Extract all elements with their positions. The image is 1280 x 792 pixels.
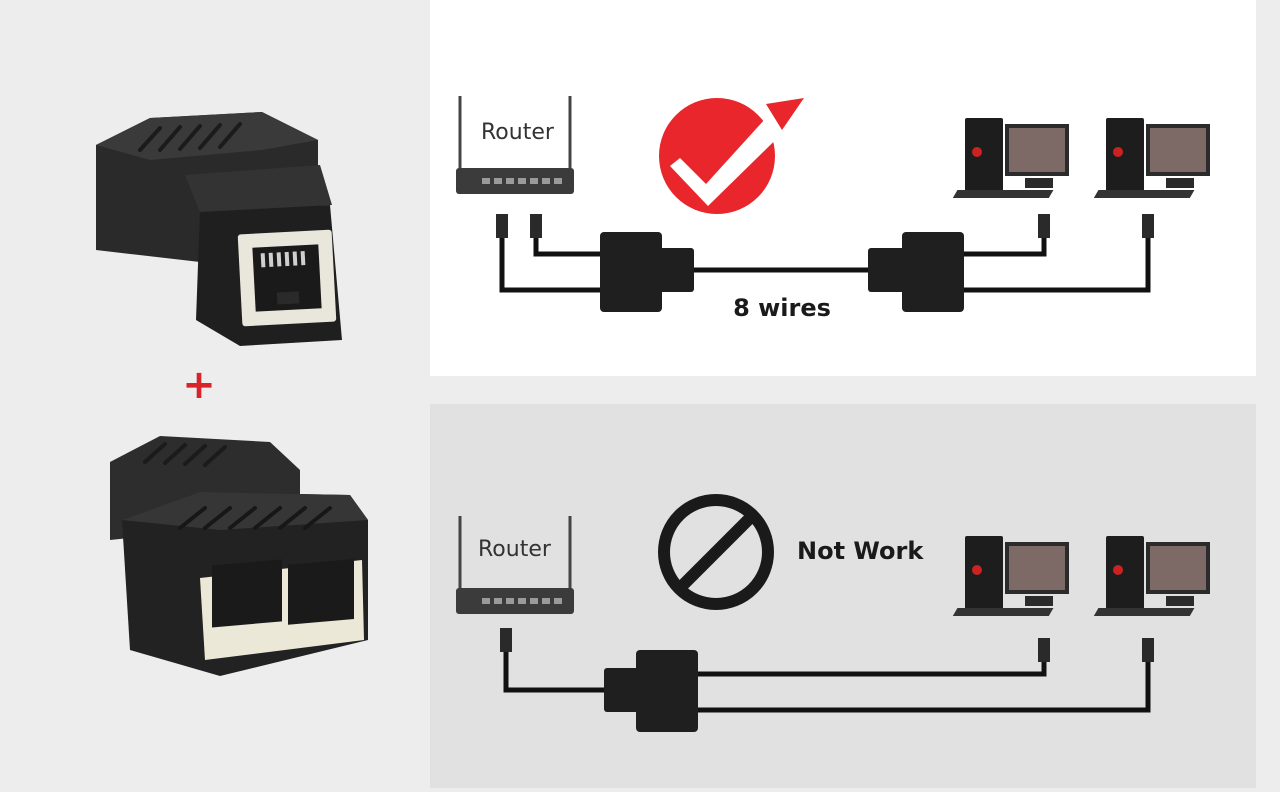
router-label: Router: [481, 120, 555, 145]
splitter-adapter-icon: [868, 232, 964, 312]
prohibited-icon: [658, 494, 774, 610]
dual-port-splitter-icon: [110, 436, 368, 676]
non-working-setup-diagram: Router Not Work: [430, 404, 1256, 788]
red-checkmark-icon: [659, 98, 804, 214]
network-cables: [503, 650, 1151, 713]
rj45-plug-icon: [496, 214, 1154, 238]
working-setup-diagram: Router: [430, 0, 1256, 376]
router-icon: [456, 516, 574, 614]
plus-symbol: +: [182, 362, 216, 408]
computer-icon: [1093, 536, 1210, 616]
splitter-adapter-icon: [600, 232, 694, 312]
router-label: Router: [478, 537, 552, 562]
router-icon: [456, 96, 574, 194]
network-cables: [499, 236, 1151, 293]
computer-icon: [952, 536, 1069, 616]
rj45-plug-icon: [500, 628, 1154, 662]
computer-icon: [952, 118, 1069, 198]
single-port-coupler-icon: [96, 112, 342, 346]
not-work-label: Not Work: [797, 537, 924, 565]
product-panel: +: [0, 0, 420, 792]
computer-icon: [1093, 118, 1210, 198]
wires-label: 8 wires: [733, 294, 831, 322]
splitter-adapter-icon: [604, 650, 698, 732]
